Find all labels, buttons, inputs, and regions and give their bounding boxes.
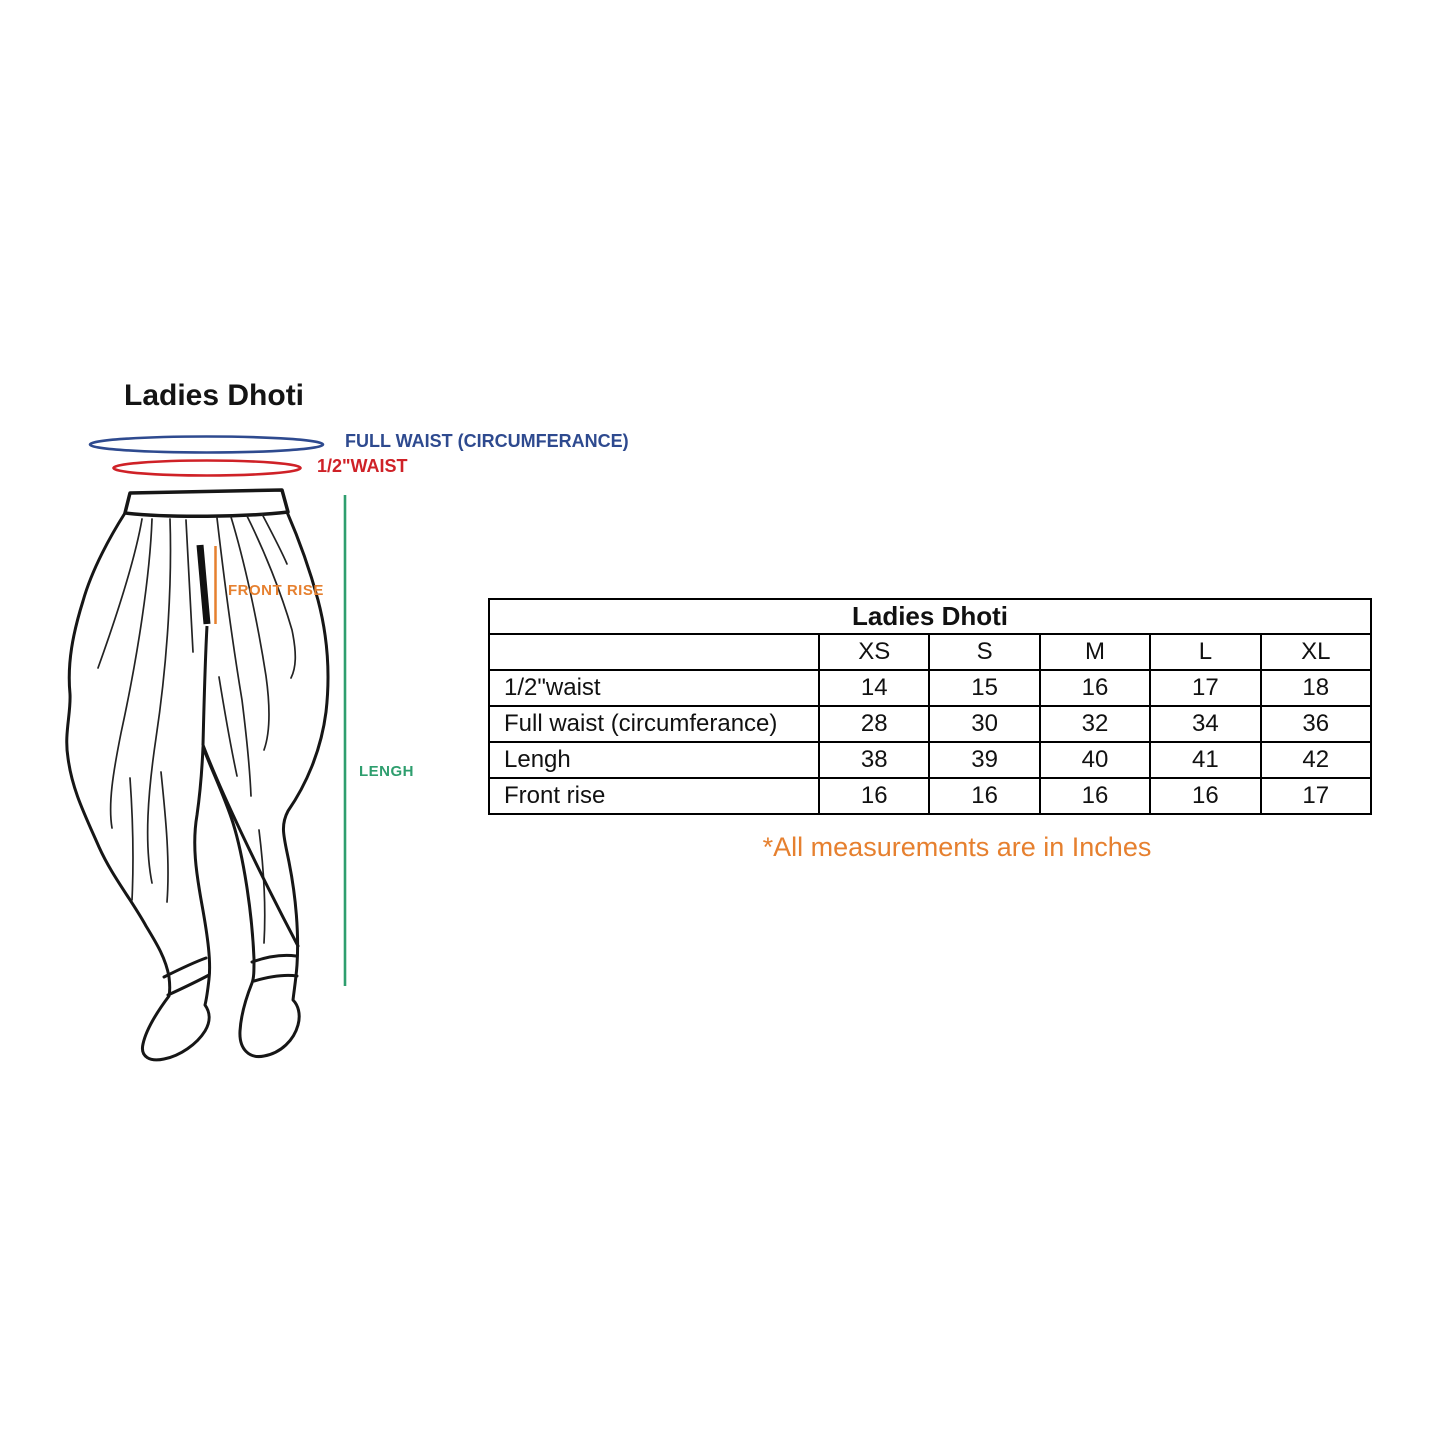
table-row: Lengh 38 39 40 41 42 <box>488 741 1373 779</box>
row-label-cell: 1/2"waist <box>488 669 820 707</box>
cell-value: 16 <box>817 777 931 815</box>
cell-value: 41 <box>1149 741 1262 779</box>
cell-value: 15 <box>928 669 1041 707</box>
table-title: Ladies Dhoti <box>488 598 1372 635</box>
cell-value: 17 <box>1259 777 1373 815</box>
dhoti-illustration <box>65 435 347 1062</box>
size-table: Ladies Dhoti XS S M L XL 1/2"waist 14 15… <box>488 598 1373 815</box>
row-label: Lengh <box>504 746 571 773</box>
cell-value: 16 <box>1038 669 1152 707</box>
right-cuff-line <box>250 953 298 964</box>
size-header-s: S <box>928 633 1041 671</box>
measurements-note: *All measurements are in Inches <box>762 832 1152 862</box>
empty-header-cell <box>488 633 820 671</box>
cell-value: 16 <box>1149 777 1262 815</box>
center-drape-line <box>201 625 209 746</box>
front-rise-bar <box>196 544 211 625</box>
cell-value: 40 <box>1038 741 1152 779</box>
drape-diagonal-line <box>201 743 300 948</box>
fold-line <box>246 515 297 679</box>
front-rise-label: FRONT RISE <box>228 582 324 599</box>
row-label: 1/2"waist <box>504 674 601 701</box>
half-waist-label: 1/2"WAIST <box>317 456 408 476</box>
left-cuff-line <box>162 956 208 979</box>
size-header-m: M <box>1038 633 1152 671</box>
cell-value: 39 <box>928 741 1041 779</box>
figure-title: Ladies Dhoti <box>124 379 305 412</box>
cell-value: 14 <box>817 669 931 707</box>
cell-value: 36 <box>1259 705 1373 743</box>
cell-value: 18 <box>1259 669 1373 707</box>
fold-line <box>109 518 153 829</box>
ankle-cuffs <box>162 953 299 997</box>
half-waist-ellipse <box>112 459 302 477</box>
cell-value: 28 <box>817 705 931 743</box>
row-label-cell: Front rise <box>488 777 820 815</box>
cell-value: 32 <box>1038 705 1152 743</box>
fold-line <box>129 777 134 901</box>
waistband <box>123 488 290 519</box>
cell-value: 30 <box>928 705 1041 743</box>
length-label: LENGH <box>359 763 414 780</box>
fold-line <box>261 513 288 565</box>
fold-line <box>185 519 194 653</box>
fold-line <box>258 829 266 944</box>
row-label: Front rise <box>504 782 606 809</box>
fold-line <box>97 518 143 669</box>
row-label: Full waist (circumferance) <box>504 710 778 737</box>
cell-value: 16 <box>928 777 1041 815</box>
full-waist-ellipse <box>88 435 325 454</box>
fold-lines <box>97 513 297 944</box>
fold-line <box>216 517 252 797</box>
fold-line <box>230 516 270 751</box>
cell-value: 34 <box>1149 705 1262 743</box>
cell-value: 16 <box>1038 777 1152 815</box>
size-header-xs: XS <box>817 633 931 671</box>
row-label-cell: Lengh <box>488 741 820 779</box>
size-header-xl: XL <box>1259 633 1373 671</box>
fold-line <box>160 771 169 903</box>
cell-value: 17 <box>1149 669 1262 707</box>
table-row: Full waist (circumferance) 28 30 32 34 3… <box>488 705 1373 743</box>
row-label-cell: Full waist (circumferance) <box>488 705 820 743</box>
cell-value: 38 <box>817 741 931 779</box>
full-waist-label: FULL WAIST (CIRCUMFERANCE) <box>345 431 629 451</box>
size-header-row: XS S M L XL <box>488 633 1373 671</box>
size-header-l: L <box>1149 633 1262 671</box>
dhoti-silhouette <box>65 510 330 1062</box>
cell-value: 42 <box>1259 741 1373 779</box>
fold-line <box>146 518 172 884</box>
fold-line <box>218 676 238 777</box>
table-row: 1/2"waist 14 15 16 17 18 <box>488 669 1373 707</box>
table-title-row: Ladies Dhoti <box>488 598 1372 635</box>
left-cuff-line <box>166 973 211 997</box>
right-cuff-line <box>252 973 299 983</box>
table-row: Front rise 16 16 16 16 17 <box>488 777 1373 815</box>
